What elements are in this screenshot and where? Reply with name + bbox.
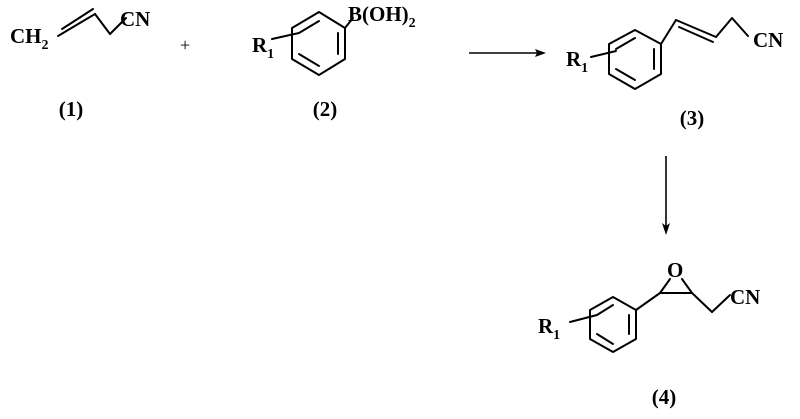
compound-2-label: (2) bbox=[313, 97, 338, 121]
compound-1-single-bond bbox=[94, 13, 111, 35]
compound-3-chain-bond-1 bbox=[660, 19, 677, 45]
compound-2-ring-inner-bond-a bbox=[298, 20, 320, 34]
compound-4-structure: O CN R1 bbox=[538, 258, 760, 353]
plus-sign: + bbox=[180, 35, 190, 55]
compound-4-oxygen: O bbox=[667, 258, 683, 282]
compound-2-boron-bond bbox=[344, 17, 354, 29]
reaction-arrow-right bbox=[469, 49, 546, 57]
arrow-head-down bbox=[662, 223, 670, 235]
compound-1-double-bond bbox=[57, 13, 96, 37]
compound-1-structure: CH2 CN bbox=[10, 7, 150, 53]
compound-3-label: (3) bbox=[680, 106, 705, 130]
compound-1-ch2: CH2 bbox=[10, 24, 49, 53]
compound-4-benzene-ring bbox=[589, 296, 637, 353]
compound-3-chain-bond-2 bbox=[715, 17, 733, 38]
compound-4-label: (4) bbox=[652, 385, 677, 409]
compound-2-ring-inner-bond-c bbox=[298, 53, 320, 67]
compound-2-benzene-ring bbox=[291, 11, 346, 76]
compound-4-cn: CN bbox=[730, 285, 760, 309]
compound-3-ring-inner-bond-c bbox=[615, 68, 636, 81]
compound-1-double-bond-inner bbox=[61, 8, 94, 30]
compound-3-double-bond-inner bbox=[678, 26, 714, 43]
compound-4-aryl-bond bbox=[635, 292, 661, 311]
compound-4-substituent-bond bbox=[569, 314, 598, 323]
compound-4-ring-inner-bond-c bbox=[596, 333, 614, 345]
compound-3-chain-bond-3 bbox=[731, 17, 749, 37]
compound-3-structure: R1 CN bbox=[566, 17, 783, 90]
compound-3-ring-inner-bond-a bbox=[615, 37, 636, 50]
compound-3-cn: CN bbox=[753, 28, 783, 52]
compound-1-cn: CN bbox=[120, 7, 150, 31]
compound-4-chain-bond-1 bbox=[691, 292, 713, 313]
compound-1-cn-bond bbox=[109, 17, 127, 35]
reaction-arrow-down bbox=[662, 156, 670, 235]
compound-3-substituent-bond bbox=[590, 50, 617, 58]
compound-4-ring-inner-bond-a bbox=[596, 304, 614, 316]
compound-2-substituent-bond bbox=[271, 32, 300, 40]
compound-4-epoxide-ring bbox=[659, 278, 693, 294]
compound-4-chain-bond-2 bbox=[711, 294, 731, 313]
compound-3-r1: R1 bbox=[566, 47, 588, 76]
compound-1-label: (1) bbox=[59, 97, 84, 121]
arrow-head-right bbox=[535, 49, 546, 57]
compound-3-benzene-ring bbox=[608, 29, 662, 90]
compound-2-boronic-acid: B(OH)2 bbox=[348, 2, 416, 31]
compound-4-r1: R1 bbox=[538, 314, 560, 343]
compound-2-structure: R1 B(OH)2 bbox=[252, 2, 416, 76]
compound-3-double-bond bbox=[675, 19, 717, 38]
compound-2-r1: R1 bbox=[252, 33, 274, 62]
